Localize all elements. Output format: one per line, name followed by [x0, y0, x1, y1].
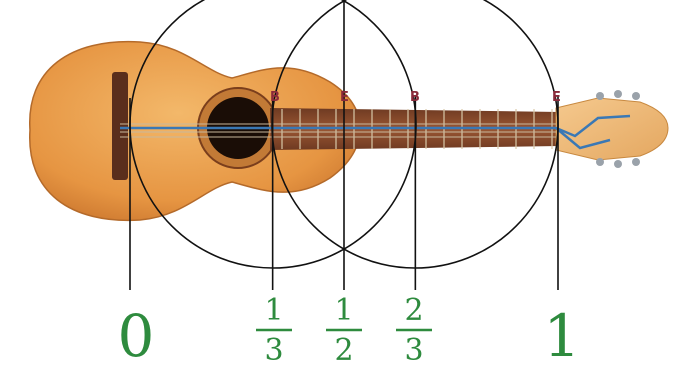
- guitar-bridge: [112, 72, 128, 180]
- guitar-headstock: [556, 98, 668, 160]
- label-one: 1: [544, 302, 581, 370]
- label-zero: 0: [118, 302, 155, 370]
- guitar: [30, 42, 668, 221]
- label-two-thirds-numerator: 2: [404, 293, 423, 328]
- note-e-open: E: [552, 90, 561, 105]
- label-half-numerator: 1: [334, 293, 353, 328]
- label-third-denominator: 3: [264, 333, 283, 368]
- label-two-thirds-denominator: 3: [404, 333, 423, 368]
- note-b-two-thirds: B: [410, 90, 420, 105]
- label-third-numerator: 1: [264, 293, 283, 328]
- label-half-denominator: 2: [334, 333, 353, 368]
- note-e-half: E: [340, 90, 349, 105]
- fraction-labels: 0 1 1 3 1 2 2 3: [118, 293, 581, 370]
- note-b-third: B: [270, 90, 280, 105]
